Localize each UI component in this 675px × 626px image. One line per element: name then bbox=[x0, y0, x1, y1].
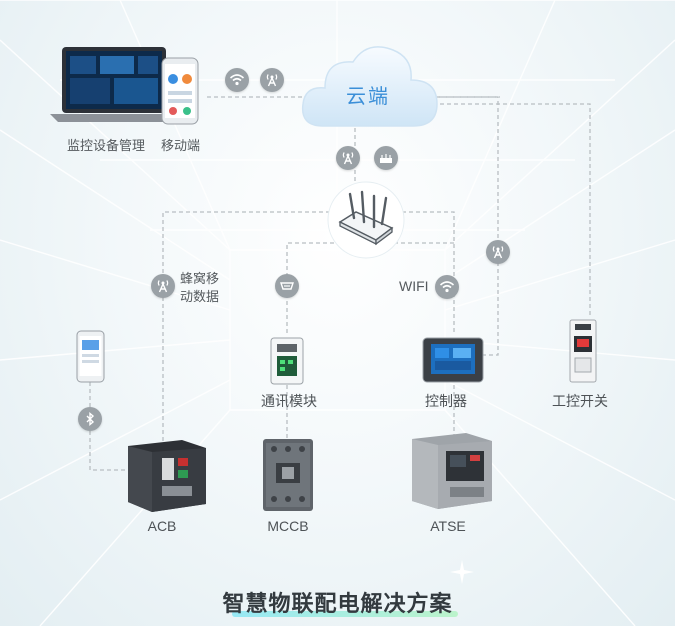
serial-port-icon bbox=[275, 274, 299, 298]
title-underline bbox=[232, 611, 458, 617]
acb-label: ACB bbox=[147, 518, 177, 534]
cellular-label-line1: 蜂窝移 bbox=[180, 271, 220, 286]
atse-label: ATSE bbox=[430, 518, 466, 534]
antenna-icon bbox=[336, 146, 360, 170]
wifi-icon bbox=[435, 275, 459, 299]
industrial-switch-image bbox=[569, 319, 597, 383]
pc-label: 监控设备管理 bbox=[67, 138, 146, 153]
antenna-icon bbox=[260, 68, 284, 92]
cellular-label-line2: 动数据 bbox=[180, 289, 220, 304]
bluetooth-phone-image bbox=[76, 330, 105, 383]
sparkle-icon bbox=[450, 560, 474, 584]
mobile-phone-image bbox=[161, 57, 199, 125]
router-icon bbox=[374, 146, 398, 170]
bluetooth-icon bbox=[78, 407, 102, 431]
router-image bbox=[327, 181, 405, 259]
laptop-image bbox=[50, 47, 178, 122]
mccb-image bbox=[263, 439, 313, 511]
page-title: 智慧物联配电解决方案 bbox=[222, 591, 453, 616]
antenna-icon bbox=[151, 274, 175, 298]
controller-label: 控制器 bbox=[425, 393, 467, 409]
wifi-label: WIFI bbox=[399, 278, 429, 294]
industrial-switch-label: 工控开关 bbox=[552, 393, 608, 409]
mccb-label: MCCB bbox=[267, 518, 309, 534]
comm-module-label: 通讯模块 bbox=[261, 393, 317, 409]
cloud-label: 云端 bbox=[346, 86, 390, 108]
antenna-icon bbox=[486, 240, 510, 264]
acb-image bbox=[128, 440, 206, 512]
controller-image bbox=[422, 337, 484, 383]
wifi-icon bbox=[225, 68, 249, 92]
comm-module-image bbox=[270, 337, 304, 385]
atse-image bbox=[412, 433, 492, 509]
cloud-shape bbox=[301, 46, 438, 127]
mobile-label: 移动端 bbox=[161, 138, 201, 153]
